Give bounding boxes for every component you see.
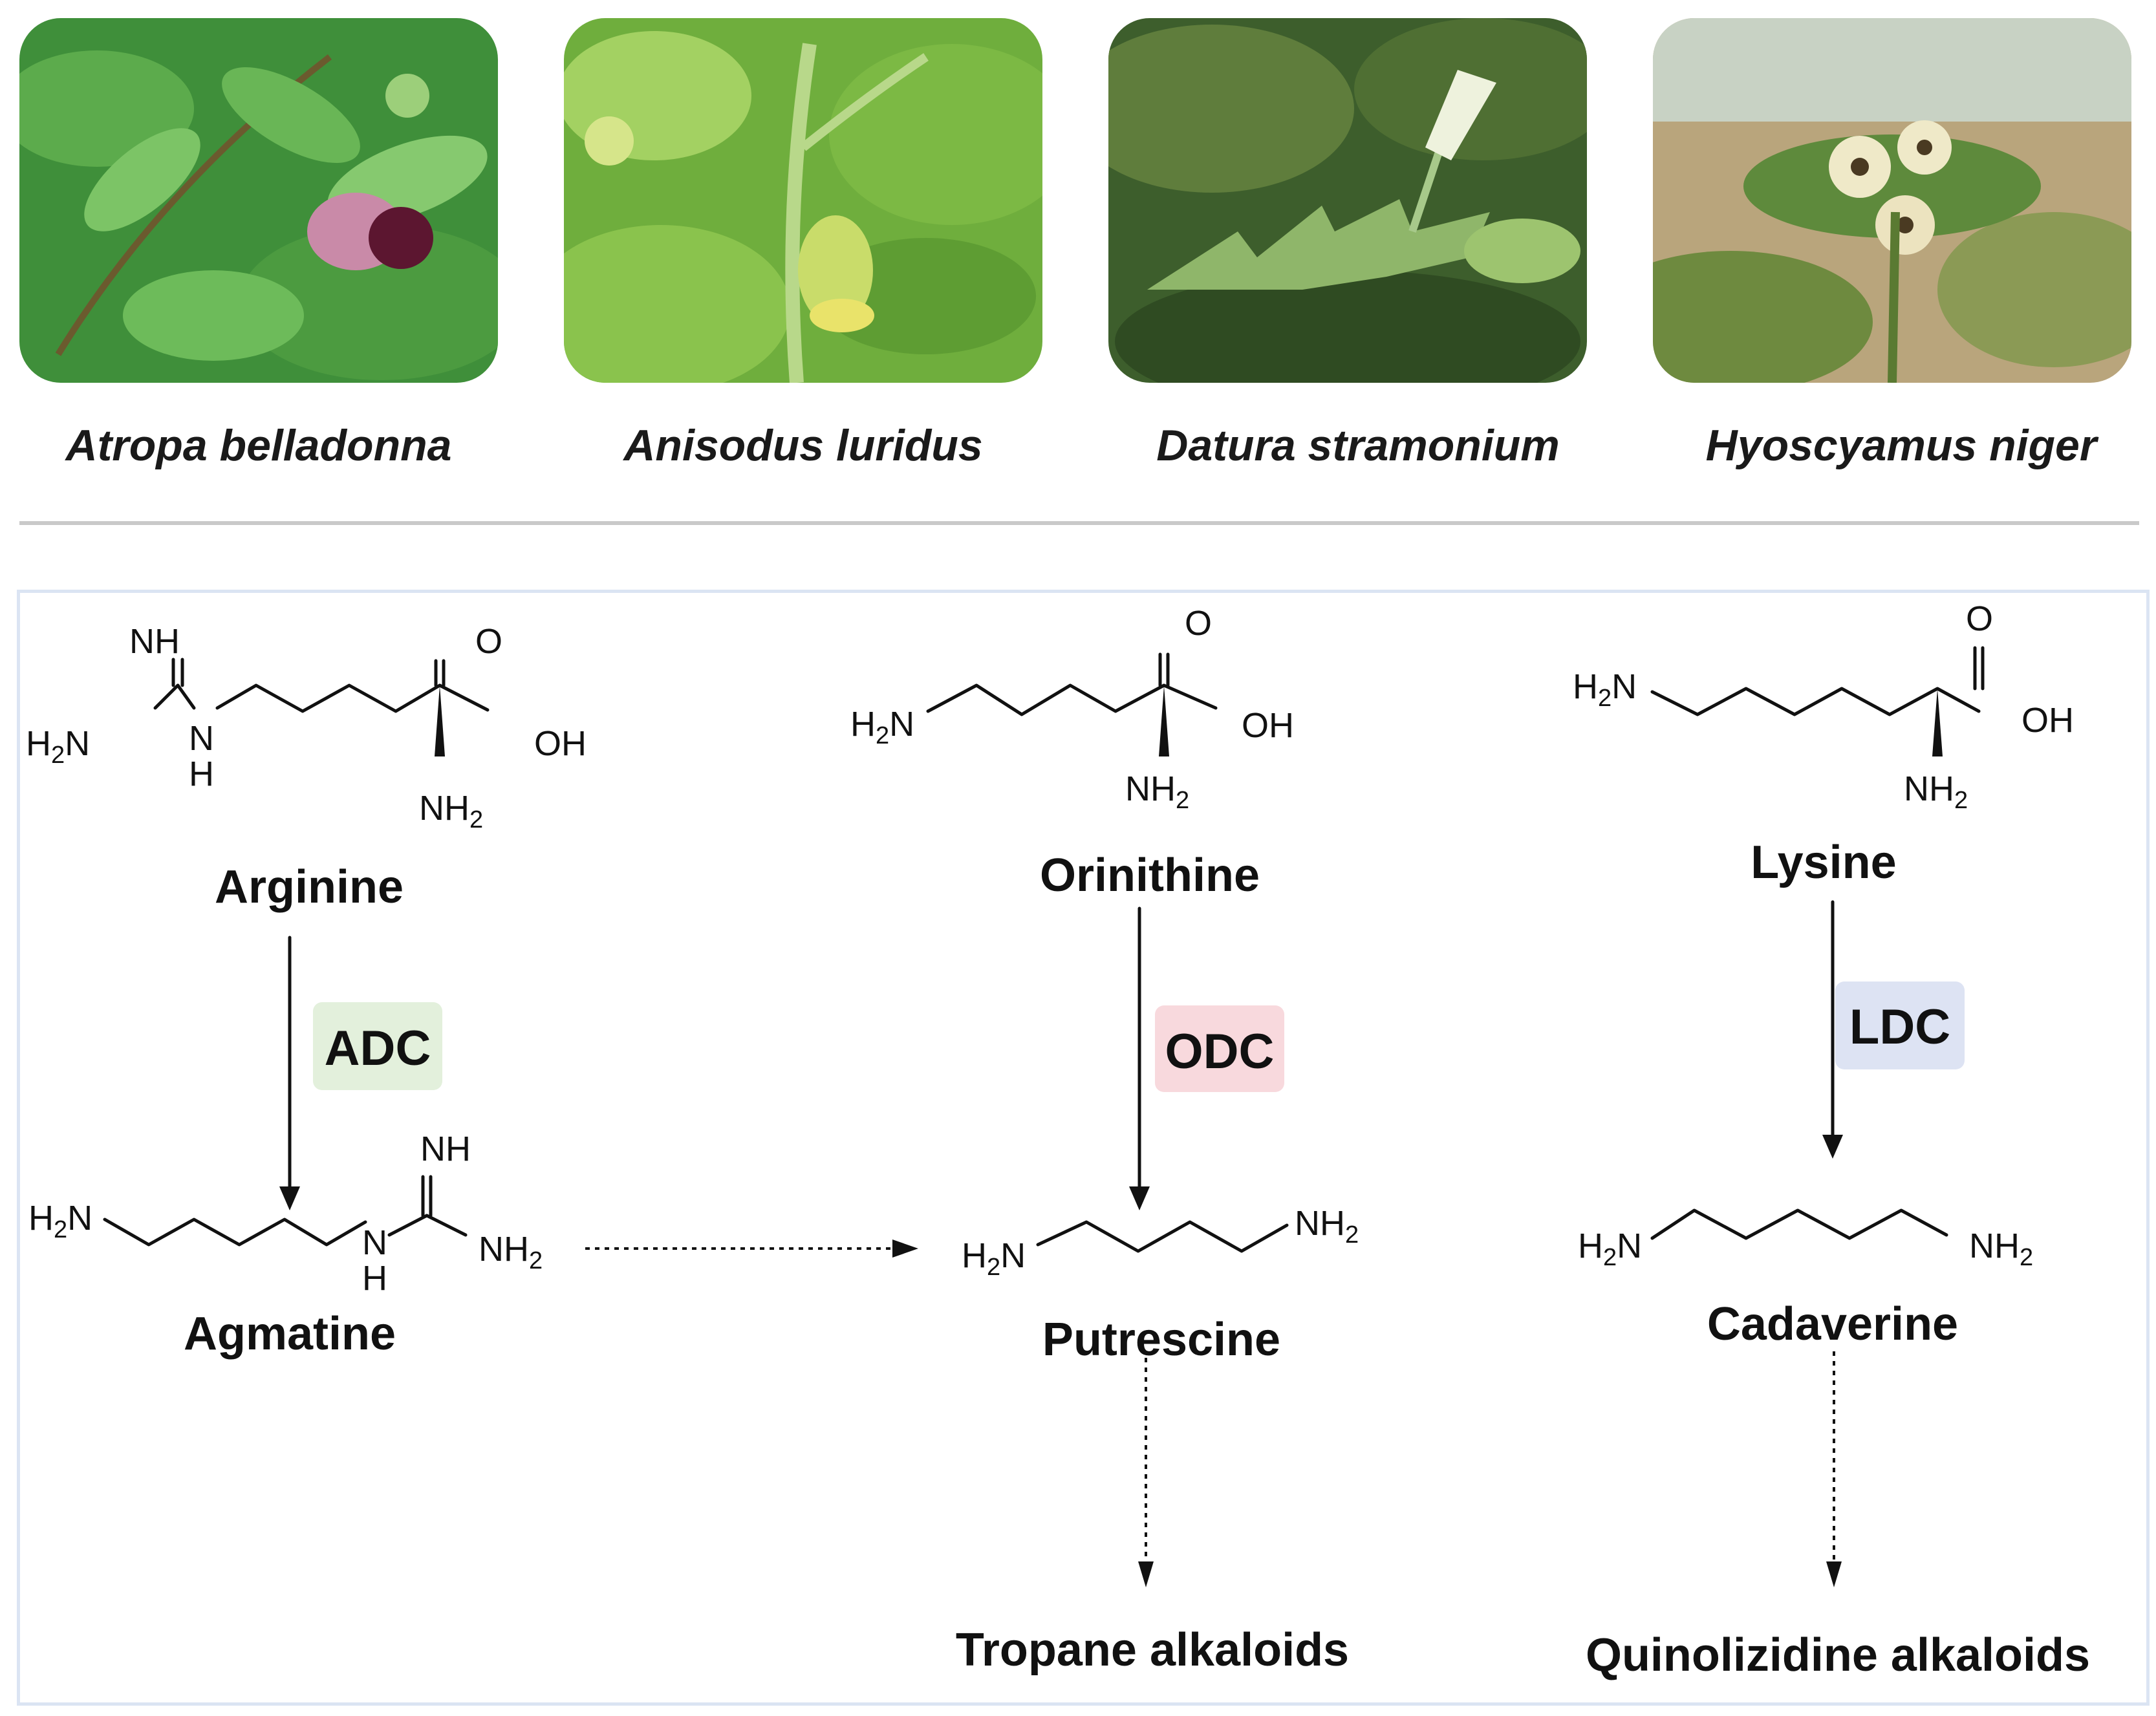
arginine-wedge xyxy=(435,685,445,756)
ornithine-amine: NH2 xyxy=(1125,769,1189,814)
lysine-carbonyl-o: O xyxy=(1966,599,1993,638)
arginine-carbonyl-o: O xyxy=(475,622,502,661)
compound-cadaverine: Cadaverine xyxy=(1707,1298,1958,1350)
agmatine-n-h: H xyxy=(362,1259,387,1298)
arginine-h2n-amine: H2N xyxy=(26,724,90,769)
ornithine-carbonyl-o: O xyxy=(1185,604,1212,643)
enzyme-adc-box xyxy=(313,1002,442,1090)
compound-lysine: Lysine xyxy=(1751,837,1896,888)
enzyme-ldc-box xyxy=(1835,981,1965,1069)
agmatine-h2n-amine: H2N xyxy=(28,1199,92,1243)
photo-atropa-belladonna xyxy=(19,18,498,383)
arginine-chain xyxy=(215,683,442,713)
photo-datura-stramonium xyxy=(1108,18,1587,383)
compound-ornithine: Orinithine xyxy=(1040,850,1260,901)
putrescine-h2n-amine: H2N xyxy=(962,1236,1026,1281)
product-quinolizidine-alkaloids: Quinolizidine alkaloids xyxy=(1586,1629,2090,1681)
cadaverine-amine: NH2 xyxy=(1969,1227,2033,1271)
lysine-wedge xyxy=(1932,689,1943,756)
compound-agmatine: Agmatine xyxy=(184,1308,396,1360)
caption-hyoscyamus-niger: Hyoscyamus niger xyxy=(1705,421,2097,470)
ornithine-wedge xyxy=(1159,685,1169,756)
lysine-h2n-amine: H2N xyxy=(1573,667,1637,712)
lysine-chain xyxy=(1650,687,1981,716)
lysine-hydroxyl: OH xyxy=(2021,701,2074,740)
product-tropane-alkaloids: Tropane alkaloids xyxy=(956,1624,1349,1676)
enzyme-odc-label: ODC xyxy=(1165,1024,1275,1079)
ornithine-hydroxyl: OH xyxy=(1242,706,1294,745)
pathway-panel xyxy=(17,590,2150,1706)
putrescine-chain xyxy=(1036,1220,1289,1253)
cadaverine-chain xyxy=(1650,1208,1948,1240)
arginine-imine-nh: NH xyxy=(129,622,180,661)
lysine-amine: NH2 xyxy=(1904,769,1968,814)
caption-atropa-belladonna: Atropa belladonna xyxy=(65,421,452,470)
enzyme-ldc-label: LDC xyxy=(1849,1000,1950,1055)
photo-anisodus-luridus xyxy=(564,18,1042,383)
agmatine-amine: NH2 xyxy=(479,1230,543,1274)
compound-arginine: Arginine xyxy=(215,861,404,913)
agmatine-imine-nh: NH xyxy=(420,1130,471,1168)
caption-datura-stramonium: Datura stramonium xyxy=(1156,421,1560,470)
photo-hyoscyamus-niger xyxy=(1653,18,2131,383)
enzyme-adc-label: ADC xyxy=(325,1021,431,1076)
caption-anisodus-luridus: Anisodus luridus xyxy=(623,421,983,470)
enzyme-odc-box xyxy=(1155,1005,1284,1092)
arginine-amine: NH2 xyxy=(419,789,483,833)
arginine-n: N xyxy=(189,719,214,758)
cadaverine-h2n-amine: H2N xyxy=(1578,1227,1642,1271)
compound-putrescine: Putrescine xyxy=(1042,1314,1280,1366)
agmatine-chain xyxy=(103,1217,367,1247)
ornithine-h2n-amine: H2N xyxy=(850,705,914,749)
arginine-hydroxyl: OH xyxy=(534,724,587,763)
agmatine-n: N xyxy=(362,1223,387,1262)
arginine-n-h: H xyxy=(189,755,214,793)
section-divider xyxy=(19,521,2139,525)
ornithine-chain xyxy=(926,683,1166,716)
putrescine-amine: NH2 xyxy=(1295,1204,1359,1249)
